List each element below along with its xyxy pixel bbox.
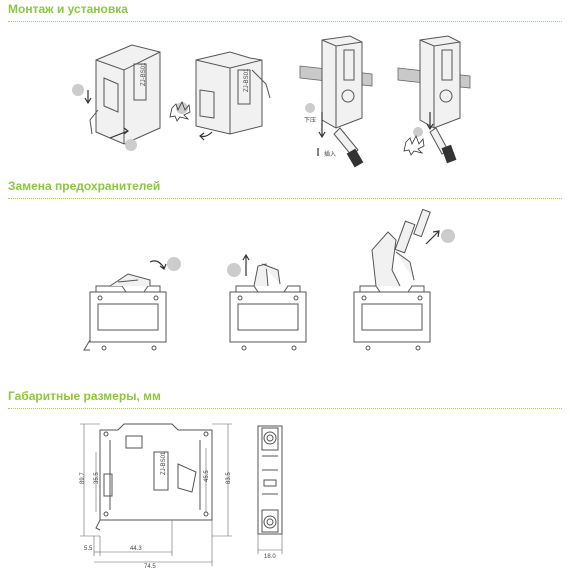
step-marker — [305, 103, 315, 113]
dimension-drawing-side: ZJ-BS01 89.7 35.5 45.5 83.5 5.5 44.3 74.… — [80, 423, 232, 570]
dim-height-right: 83.5 — [226, 472, 232, 484]
fuse-step-3-drawing — [353, 208, 455, 351]
device-brand-text: ZJ-BS01 — [161, 451, 167, 475]
divider — [8, 408, 562, 409]
install-step-2-drawing: ZJ-BS01 — [169, 51, 271, 141]
step-marker — [227, 263, 241, 277]
divider — [8, 198, 562, 199]
install-step-3-drawing: 下压 插入 — [299, 35, 373, 168]
dimension-drawing-front: 18.0 — [257, 425, 283, 560]
install-step-1-drawing: ZJ-BS01 — [72, 44, 161, 151]
section-title-install: Монтаж и установка — [8, 2, 128, 16]
step-marker — [125, 139, 137, 151]
step-marker — [72, 84, 84, 96]
dim-height-mid: 35.5 — [94, 472, 100, 484]
section-title-dimensions: Габаритные размеры, мм — [8, 389, 161, 403]
dim-height-inner: 45.5 — [204, 470, 210, 482]
dim-depth-mid: 44.3 — [130, 546, 142, 552]
device-brand-text: ZJ-BS01 — [141, 62, 147, 86]
fuse-step-1-drawing — [83, 257, 181, 351]
dim-width: 18.0 — [264, 554, 276, 560]
install-step-4-drawing — [397, 35, 471, 164]
step-label-insert: 插入 — [324, 150, 336, 158]
step-marker — [413, 127, 423, 137]
step-label-press: 下压 — [304, 117, 316, 124]
step-marker — [167, 257, 181, 271]
dim-left-offset: 5.5 — [84, 546, 93, 552]
divider — [8, 21, 562, 22]
fuse-step-2-drawing — [227, 253, 307, 351]
section-title-fuse-replacement: Замена предохранителей — [8, 179, 161, 193]
dim-height-total: 89.7 — [80, 472, 86, 484]
step-marker — [176, 102, 188, 114]
dim-depth-total: 74.5 — [144, 564, 156, 570]
step-marker — [441, 229, 455, 243]
device-brand-text: ZJ-BS01 — [244, 68, 250, 92]
